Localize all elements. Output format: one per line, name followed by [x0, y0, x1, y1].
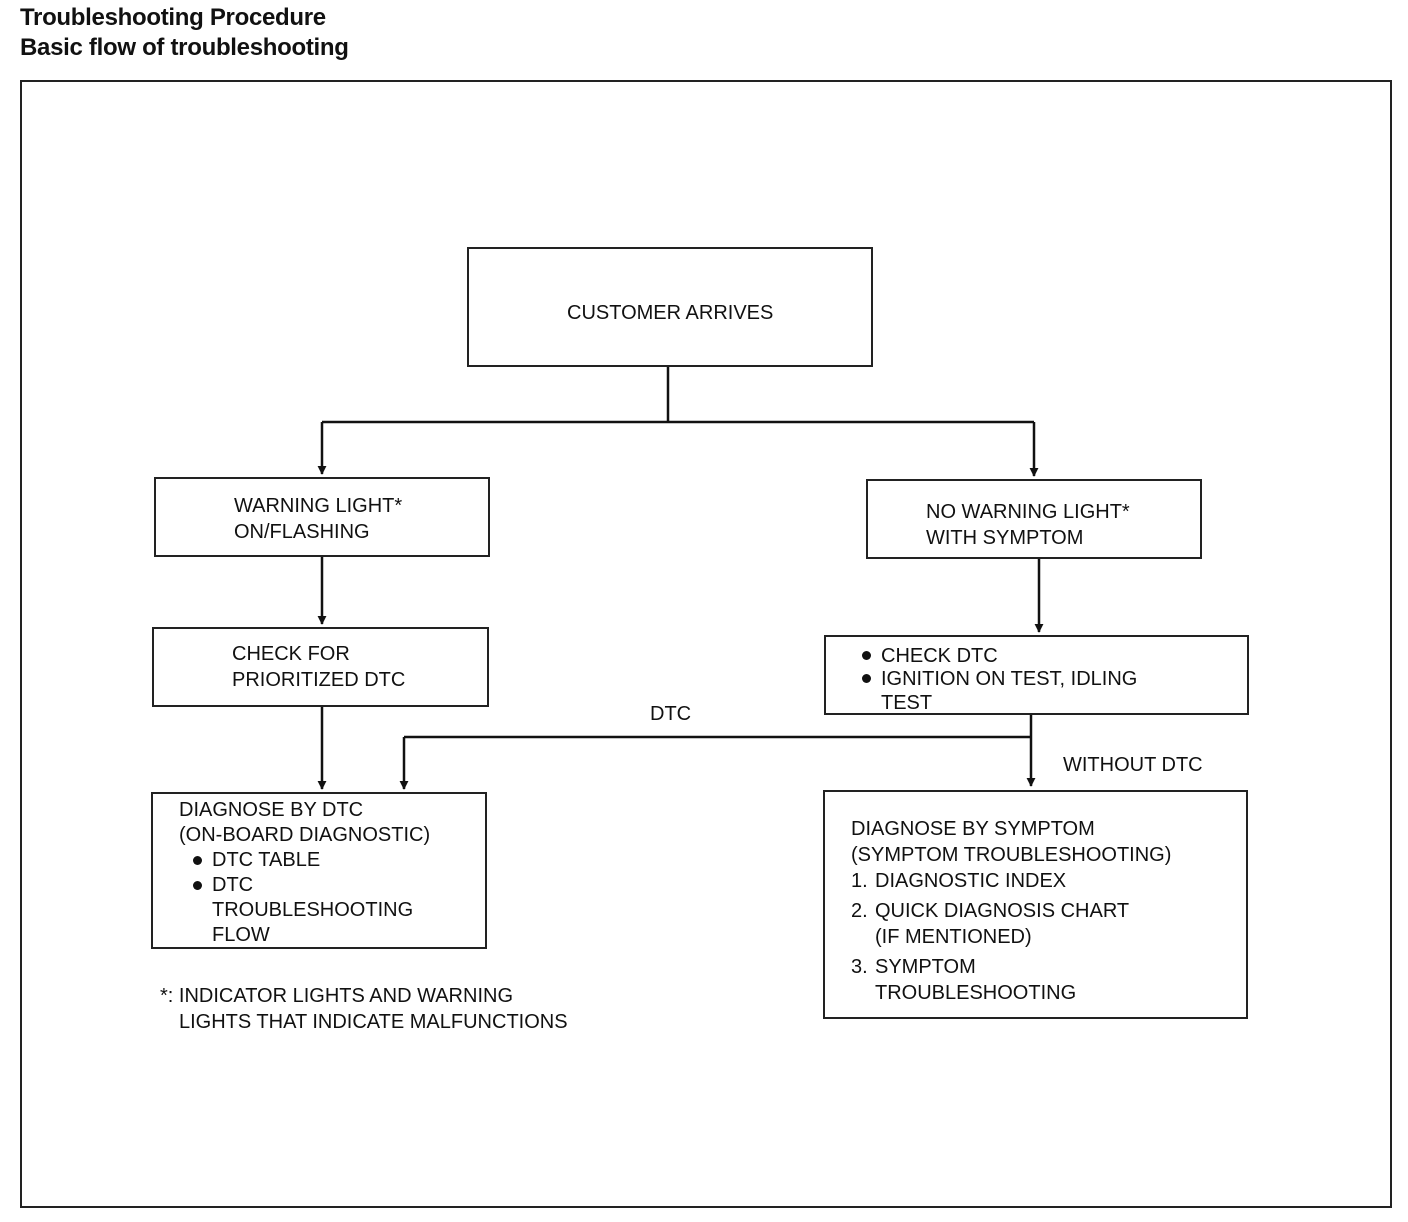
node-diagnose-symptom-item1: 1.DIAGNOSTIC INDEX — [851, 870, 1067, 892]
node-customer-arrives: CUSTOMER ARRIVES — [467, 247, 873, 367]
node-no-warning-light-line2: WITH SYMPTOM — [926, 527, 1084, 549]
bullet-icon — [193, 856, 202, 865]
node-diagnose-dtc-line2: (ON-BOARD DIAGNOSTIC) — [179, 824, 431, 846]
node-warning-light-line2: ON/FLASHING — [234, 521, 370, 543]
node-diagnose-by-dtc: DIAGNOSE BY DTC (ON-BOARD DIAGNOSTIC) DT… — [151, 792, 487, 949]
bullet-icon — [862, 651, 871, 660]
node-diagnose-dtc-line1: DIAGNOSE BY DTC — [179, 799, 364, 821]
node-check-dtc-bullet2: IGNITION ON TEST, IDLING — [858, 666, 1247, 692]
node-warning-light-line1: WARNING LIGHT* — [234, 495, 403, 517]
footnote: *: INDICATOR LIGHTS AND WARNING LIGHTS T… — [160, 983, 568, 1035]
node-diagnose-dtc-bullet2-cont1: TROUBLESHOOTING — [212, 899, 414, 921]
node-diagnose-dtc-bullet1: DTC TABLE — [179, 848, 485, 873]
footnote-line1: *: INDICATOR LIGHTS AND WARNING — [160, 985, 513, 1007]
page-subtitle: Basic flow of troubleshooting — [20, 34, 349, 61]
node-no-warning-light-line1: NO WARNING LIGHT* — [926, 501, 1130, 523]
bullet-icon — [193, 881, 202, 890]
node-diagnose-dtc-bullet2-cont2: FLOW — [212, 924, 270, 946]
node-check-prioritized-line2: PRIORITIZED DTC — [232, 669, 406, 691]
node-no-warning-light: NO WARNING LIGHT* WITH SYMPTOM — [866, 479, 1202, 559]
node-check-dtc-bullet1: CHECK DTC — [858, 643, 1247, 669]
node-diagnose-symptom-item2: 2.QUICK DIAGNOSIS CHART — [851, 900, 1130, 922]
bullet-icon — [862, 674, 871, 683]
node-check-prioritized-dtc: CHECK FOR PRIORITIZED DTC — [152, 627, 489, 707]
footnote-line2: LIGHTS THAT INDICATE MALFUNCTIONS — [179, 1011, 568, 1033]
node-diagnose-symptom-line1: DIAGNOSE BY SYMPTOM — [851, 818, 1095, 840]
node-warning-light: WARNING LIGHT* ON/FLASHING — [154, 477, 490, 557]
edge-label-without-dtc: WITHOUT DTC — [1063, 754, 1203, 776]
node-diagnose-symptom-item3: 3.SYMPTOM — [851, 956, 976, 978]
page-title: Troubleshooting Procedure — [20, 4, 326, 31]
node-diagnose-by-symptom: DIAGNOSE BY SYMPTOM (SYMPTOM TROUBLESHOO… — [823, 790, 1248, 1019]
node-diagnose-symptom-item2-cont: (IF MENTIONED) — [875, 926, 1032, 948]
node-check-dtc: CHECK DTC IGNITION ON TEST, IDLING TEST — [824, 635, 1249, 715]
node-customer-arrives-label: CUSTOMER ARRIVES — [567, 302, 774, 324]
edge-label-dtc: DTC — [650, 703, 692, 725]
node-check-dtc-bullet2-cont: TEST — [881, 692, 933, 714]
node-diagnose-symptom-item3-cont: TROUBLESHOOTING — [875, 982, 1077, 1004]
diagram-frame — [20, 80, 1392, 1208]
node-diagnose-symptom-line2: (SYMPTOM TROUBLESHOOTING) — [851, 844, 1172, 866]
node-check-prioritized-line1: CHECK FOR — [232, 643, 350, 665]
node-diagnose-dtc-bullet2: DTC — [179, 873, 485, 898]
